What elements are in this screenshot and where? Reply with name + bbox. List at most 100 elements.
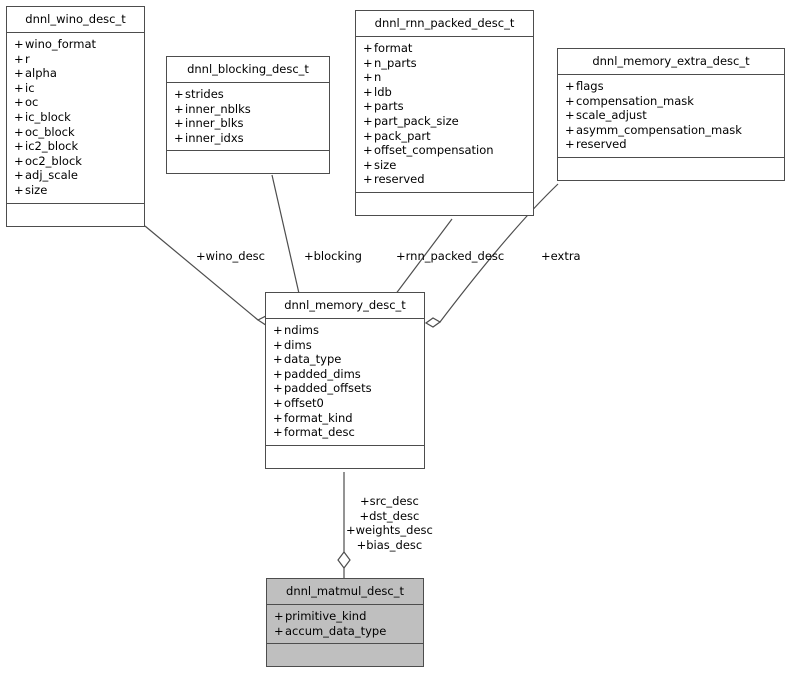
visibility-marker: + [274, 623, 284, 638]
attribute-row: +inner_blks [174, 116, 323, 131]
attribute-label: dims [284, 337, 312, 352]
attribute-label: ldb [374, 84, 392, 99]
edge-label-line: +bias_desc [356, 537, 423, 552]
visibility-marker: + [14, 95, 24, 110]
attribute-row: +reserved [565, 137, 778, 152]
attribute-label: n_parts [374, 55, 417, 70]
class-node-dnnl-wino-desc-t[interactable]: dnnl_wino_desc_t +wino_format +r +alpha … [6, 6, 145, 227]
visibility-marker: + [363, 55, 373, 70]
attribute-row: +compensation_mask [565, 94, 778, 109]
attribute-row: +padded_dims [273, 367, 418, 382]
attribute-row: +inner_idxs [174, 131, 323, 146]
visibility-marker: + [363, 172, 373, 187]
attribute-row: +pack_part [363, 129, 527, 144]
attribute-label: reserved [374, 172, 425, 187]
attribute-row: +reserved [363, 172, 527, 187]
attribute-label: parts [374, 99, 404, 114]
attribute-row: +oc [14, 95, 138, 110]
edge-label-rnn-packed-desc: +rnn_packed_desc [396, 249, 505, 263]
class-attributes: +ndims +dims +data_type +padded_dims +pa… [266, 319, 424, 446]
class-node-dnnl-blocking-desc-t[interactable]: dnnl_blocking_desc_t +strides +inner_nbl… [166, 56, 330, 175]
attribute-row: +n_parts [363, 56, 527, 71]
visibility-marker: + [14, 66, 24, 81]
class-attributes: +format +n_parts +n +ldb +parts +part_pa… [356, 37, 533, 193]
visibility-marker: + [273, 410, 283, 425]
attribute-label: inner_nblks [185, 101, 251, 116]
visibility-marker: + [14, 139, 24, 154]
attribute-row: +strides [174, 87, 323, 102]
edge-label-line: +dst_desc [359, 508, 420, 523]
class-operations [7, 204, 144, 226]
attribute-label: ic_block [25, 109, 71, 124]
attribute-label: oc [25, 95, 39, 110]
attribute-label: primitive_kind [285, 609, 367, 623]
class-node-dnnl-rnn-packed-desc-t[interactable]: dnnl_rnn_packed_desc_t +format +n_parts … [355, 10, 534, 216]
attribute-row: +r [14, 52, 138, 67]
visibility-marker: + [273, 381, 283, 396]
attribute-label: asymm_compensation_mask [576, 122, 742, 137]
class-operations [266, 446, 424, 468]
attribute-row: +accum_data_type [274, 624, 417, 639]
class-attributes: +primitive_kind +accum_data_type [267, 605, 423, 645]
class-attributes: +flags +compensation_mask +scale_adjust … [558, 75, 784, 158]
attribute-row: +offset0 [273, 396, 418, 411]
class-title: dnnl_matmul_desc_t [267, 579, 423, 605]
visibility-marker: + [273, 323, 283, 337]
visibility-marker: + [174, 116, 184, 131]
class-operations [167, 151, 329, 173]
visibility-marker: + [363, 113, 373, 128]
attribute-row: +size [363, 158, 527, 173]
class-operations [267, 644, 423, 666]
attribute-row: +parts [363, 99, 527, 114]
attribute-row: +asymm_compensation_mask [565, 123, 778, 138]
attribute-label: padded_dims [284, 366, 361, 381]
attribute-label: compensation_mask [576, 93, 694, 108]
attribute-label: format_kind [284, 410, 353, 425]
attribute-label: alpha [25, 66, 57, 81]
class-attributes: +strides +inner_nblks +inner_blks +inner… [167, 83, 329, 152]
attribute-label: oc2_block [25, 153, 82, 168]
attribute-row: +ndims [273, 323, 418, 338]
attribute-row: +ic [14, 81, 138, 96]
visibility-marker: + [274, 609, 284, 623]
attribute-label: data_type [284, 352, 342, 367]
edge-label-line: +weights_desc [346, 523, 433, 538]
visibility-marker: + [363, 143, 373, 158]
visibility-marker: + [14, 182, 24, 197]
attribute-row: +ic2_block [14, 139, 138, 154]
attribute-row: +size [14, 183, 138, 198]
attribute-label: reserved [576, 137, 627, 152]
class-node-dnnl-matmul-desc-t[interactable]: dnnl_matmul_desc_t +primitive_kind +accu… [266, 578, 424, 668]
visibility-marker: + [14, 51, 24, 66]
visibility-marker: + [174, 101, 184, 116]
attribute-row: +inner_nblks [174, 102, 323, 117]
attribute-row: +ldb [363, 85, 527, 100]
attribute-row: +n [363, 70, 527, 85]
attribute-row: +oc_block [14, 125, 138, 140]
attribute-label: ic [25, 80, 35, 95]
attribute-row: +flags [565, 79, 778, 94]
attribute-label: accum_data_type [285, 623, 387, 638]
attribute-label: strides [185, 87, 224, 101]
attribute-label: ic2_block [25, 139, 79, 154]
attribute-label: inner_idxs [185, 130, 244, 145]
visibility-marker: + [14, 109, 24, 124]
visibility-marker: + [363, 99, 373, 114]
visibility-marker: + [363, 128, 373, 143]
attribute-row: +data_type [273, 352, 418, 367]
edge-label-blocking: +blocking [304, 249, 362, 263]
class-node-dnnl-memory-desc-t[interactable]: dnnl_memory_desc_t +ndims +dims +data_ty… [265, 292, 425, 469]
attribute-row: +padded_offsets [273, 381, 418, 396]
edge-wino-desc [144, 225, 274, 326]
attribute-label: oc_block [25, 124, 75, 139]
visibility-marker: + [14, 153, 24, 168]
visibility-marker: + [363, 157, 373, 172]
attribute-row: +ic_block [14, 110, 138, 125]
visibility-marker: + [14, 124, 24, 139]
attribute-row: +scale_adjust [565, 108, 778, 123]
attribute-row: +format_desc [273, 425, 418, 440]
edge-label-extra: +extra [541, 249, 581, 263]
class-node-dnnl-memory-extra-desc-t[interactable]: dnnl_memory_extra_desc_t +flags +compens… [557, 48, 785, 181]
visibility-marker: + [363, 41, 373, 55]
